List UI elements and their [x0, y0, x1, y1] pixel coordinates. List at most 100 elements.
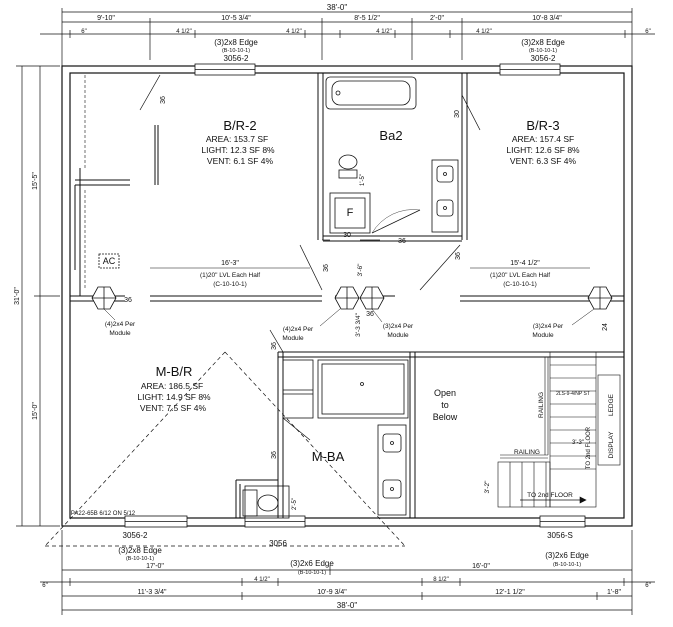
room-br3-light: LIGHT: 12.6 SF 8% [506, 145, 580, 155]
door-d8: 36 [271, 342, 278, 350]
left-total-dim: 31'-0" [14, 287, 21, 305]
bottom-row2-2: 10'-9 3/4" [317, 589, 347, 596]
beam-right-ref: (C-10-10-1) [503, 281, 537, 288]
furnace-label: F [347, 207, 354, 219]
top-dim-5: 10'-8 3/4" [532, 15, 562, 22]
railing-1: RAILING [538, 392, 545, 418]
bottom-dimensions [40, 530, 655, 615]
mba-closet [282, 359, 314, 419]
post-right-line2: Module [532, 332, 554, 339]
window-br-size: 3056-S [547, 531, 573, 540]
window-tr-size: 3056-2 [531, 54, 556, 63]
ba2-fixtures [325, 76, 459, 234]
bottom-row2-1: 11'-3 3/4" [138, 589, 168, 596]
toilet-clearance: 1'-5" [360, 174, 366, 186]
top-small-3: 4 1/2" [286, 29, 301, 35]
top-small-1: 6" [81, 29, 86, 35]
top-dim-4: 2'-0" [430, 15, 444, 22]
top-dim-2: 10'-5 3/4" [221, 15, 251, 22]
post-left [91, 286, 117, 310]
door-d3: 30 [454, 110, 461, 118]
window-bl-label: (3)2x8 Edge [118, 546, 162, 555]
beam-left-spec: (1)20" LVL Each Half [200, 272, 260, 279]
window-bm-size: 3056 [269, 539, 287, 548]
bottom-small-4: 6" [645, 583, 650, 589]
room-br3-name: B/R-3 [526, 118, 559, 133]
room-mbr-light: LIGHT: 14.9 SF 8% [137, 392, 211, 402]
room-ba2-name: Ba2 [379, 128, 402, 143]
window-tr-label: (3)2x8 Edge [521, 38, 565, 47]
bottom-row1-right: 16'-0" [472, 563, 490, 570]
post-center-leader [319, 308, 341, 327]
room-mbr-name: M-B/R [156, 364, 193, 379]
post-left-leader [103, 308, 116, 321]
windows-bottom [124, 515, 586, 528]
ac-label: AC [103, 256, 116, 266]
top-small-4: 4 1/2" [376, 29, 391, 35]
door-d10: 36 [271, 451, 278, 459]
open-line1: Open [434, 388, 456, 398]
windows-top [194, 63, 561, 76]
bottom-small-3: 8 1/2" [433, 577, 448, 583]
hall-dim: 3'-6" [357, 263, 364, 277]
to2nd-label: TO 2nd FLOOR [527, 492, 573, 499]
vault-lines [44, 351, 406, 547]
beam-left-ref: (C-10-10-1) [213, 281, 247, 288]
room-br2-name: B/R-2 [223, 118, 256, 133]
left-upper-dim: 15'-5" [32, 172, 39, 190]
top-small-6: 6" [645, 29, 650, 35]
top-dim-3: 8'-5 1/2" [354, 15, 380, 22]
room-br2-light: LIGHT: 12.3 SF 8% [201, 145, 275, 155]
post-right-line1: (3)2x4 Per [533, 323, 564, 330]
top-dimensions [40, 8, 655, 66]
bottom-row1-left: 17'-0" [146, 563, 164, 570]
top-small-2: 4 1/2" [176, 29, 191, 35]
post-centerr-line1: (3)2x4 Per [383, 323, 414, 330]
room-br2-area: AREA: 153.7 SF [206, 134, 268, 144]
window-tl-size: 3056-2 [224, 54, 249, 63]
door-d6: 36 [455, 252, 462, 260]
window-bm-label: (3)2x6 Edge [290, 559, 334, 568]
beam-left-span: 16'-3" [221, 260, 239, 267]
beam-right-spec: (1)20" LVL Each Half [490, 272, 550, 279]
window-bl-size: 3056-2 [123, 531, 148, 540]
mba-vanity [377, 424, 407, 516]
open-line3: Below [433, 412, 458, 422]
bottom-total-dim: 38'-0" [337, 601, 358, 610]
beam-right-span: 15'-4 1/2" [510, 260, 540, 267]
post-dim: 3'-3 3/4" [355, 312, 362, 336]
railing-2: RAILING [514, 449, 540, 456]
ac-unit: AC [98, 253, 120, 269]
bottom-row2-3: 12'-1 1/2" [495, 589, 525, 596]
plan-stamp: PA22-65B 6/12 ON 5/12 [71, 511, 136, 517]
post-left-line1: (4)2x4 Per [105, 321, 136, 328]
window-tl-label: (3)2x8 Edge [214, 38, 258, 47]
post-centerr-line2: Module [387, 332, 409, 339]
upper-interior-walls [74, 73, 468, 296]
stairs [497, 351, 621, 508]
mba-toilet [242, 485, 290, 519]
door-d2: 36 [398, 238, 406, 245]
window-tr-sub: (B-10-10-1) [529, 48, 557, 54]
room-mba-name: M-BA [312, 449, 345, 464]
bottom-row2-4: 1'-8" [607, 589, 621, 596]
top-small-5: 4 1/2" [476, 29, 491, 35]
window-bl-sub: (B-10-10-1) [126, 556, 154, 562]
top-dim-1: 9'-10" [97, 15, 115, 22]
room-mbr-vent: VENT: 7.5 SF 4% [140, 403, 207, 413]
bottom-small-1: 6" [42, 583, 47, 589]
room-mbr-area: AREA: 186.5 SF [141, 381, 203, 391]
open-line2: to [441, 400, 449, 410]
room-br2-vent: VENT: 6.1 SF 4% [207, 156, 274, 166]
top-total-dim: 38'-0" [327, 3, 348, 12]
door-d5: 36 [323, 264, 330, 272]
post-center [334, 286, 385, 310]
door-d4: 30 [343, 232, 351, 239]
to2nd-vertical: TO 2nd FLOOR [586, 426, 592, 469]
window-br-sub: (B-10-10-1) [553, 562, 581, 568]
post-left-line2: Module [109, 330, 131, 337]
display-label: DISPLAY [608, 431, 615, 459]
door-d9: 24 [602, 323, 609, 331]
room-br3-area: AREA: 157.4 SF [512, 134, 574, 144]
left-dimensions [16, 65, 60, 527]
